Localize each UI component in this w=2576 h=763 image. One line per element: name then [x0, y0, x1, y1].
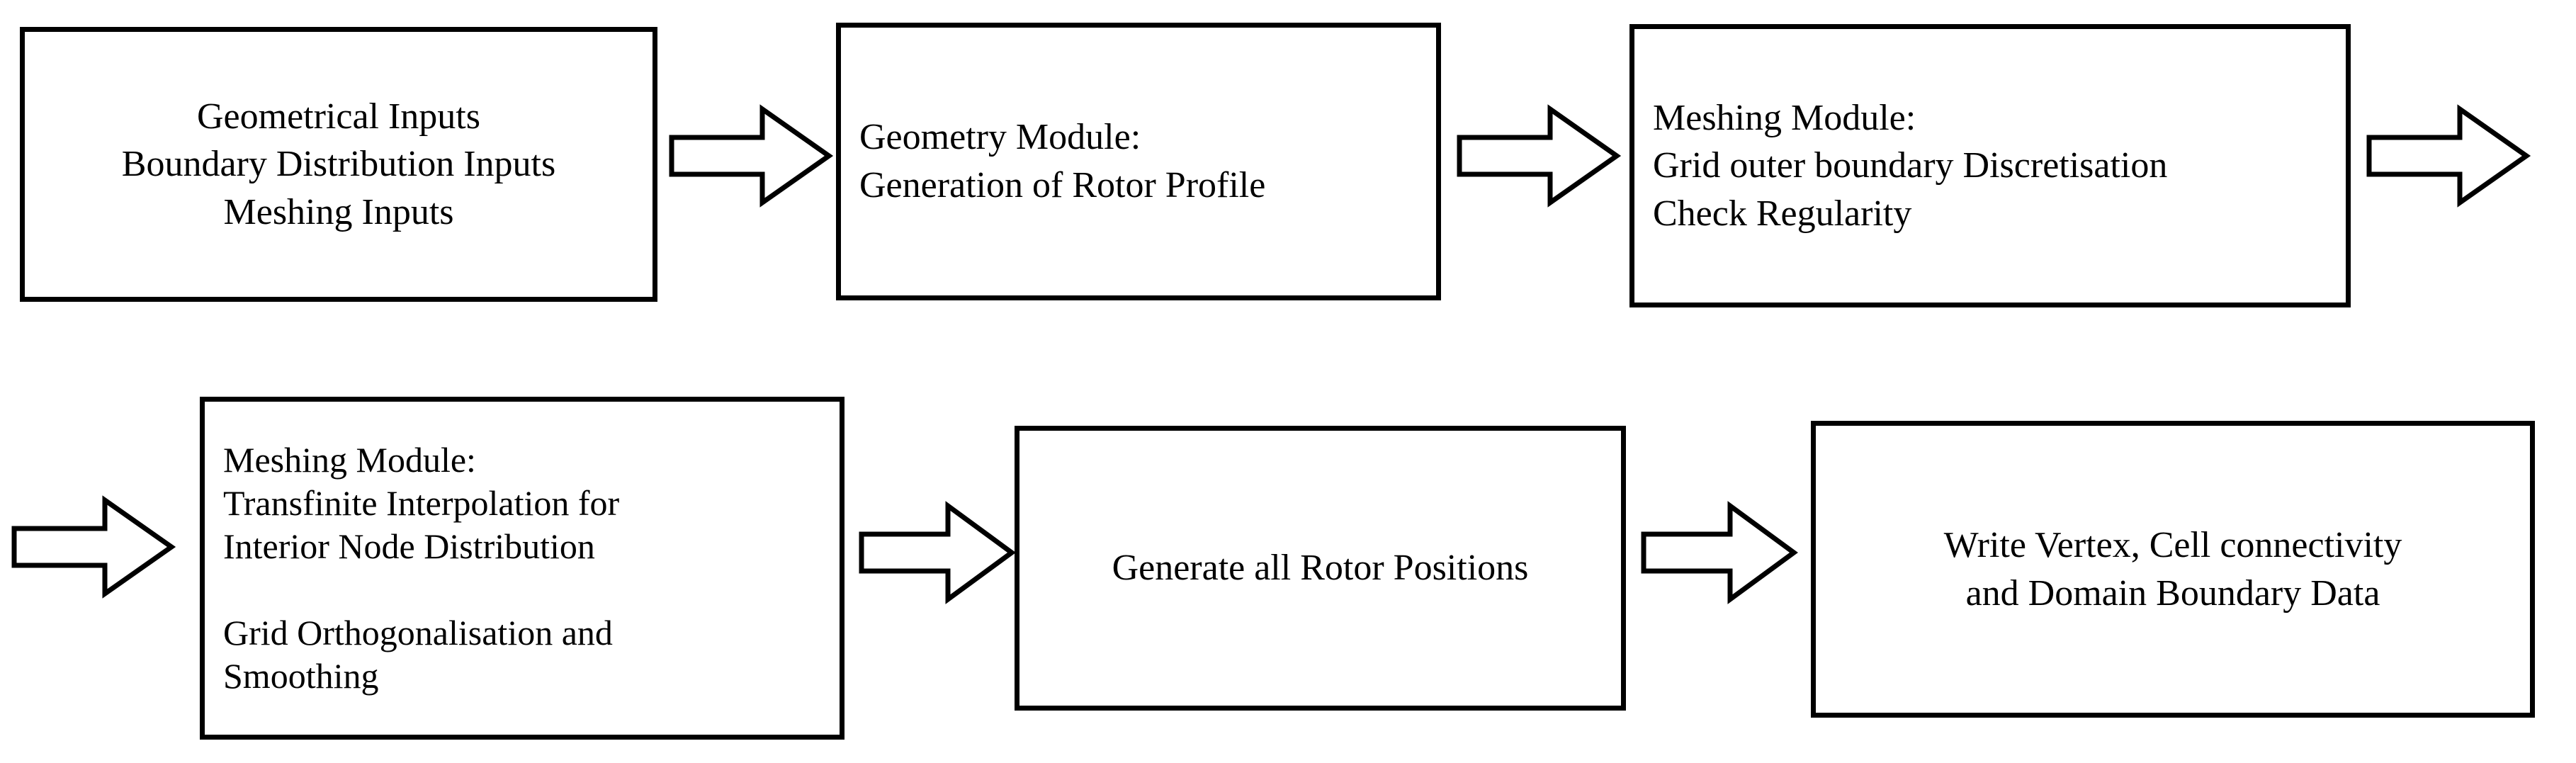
arrow-meshing-boundary-to-next-row [2366, 104, 2531, 208]
arrow-inputs-to-geometry [669, 104, 834, 208]
block-arrow-right-icon [11, 495, 176, 599]
geometry-module-box-label: Geometry Module: Generation of Rotor Pro… [859, 117, 1266, 205]
generate-rotor-positions-box: Generate all Rotor Positions [1015, 426, 1626, 711]
arrow-meshing-interpolation-to-generate-positions [859, 501, 1016, 604]
write-output-box-label: Write Vertex, Cell connectivity and Doma… [1943, 524, 2402, 614]
meshing-module-interpolation-box: Meshing Module: Transfinite Interpolatio… [200, 397, 844, 740]
generate-rotor-positions-box-label: Generate all Rotor Positions [1112, 548, 1529, 589]
arrow-geometry-to-meshing-boundary [1457, 104, 1622, 208]
block-arrow-right-icon [2366, 104, 2531, 208]
arrow-row-break-to-meshing-interpolation [11, 495, 176, 599]
inputs-box: Geometrical Inputs Boundary Distribution… [20, 27, 657, 302]
meshing-module-interpolation-box-label: Meshing Module: Transfinite Interpolatio… [223, 440, 620, 696]
arrow-generate-positions-to-write-output [1641, 501, 1798, 604]
block-arrow-right-icon [669, 104, 834, 208]
block-arrow-right-icon [859, 501, 1016, 604]
geometry-module-box: Geometry Module: Generation of Rotor Pro… [836, 23, 1441, 300]
meshing-module-boundary-box-label: Meshing Module: Grid outer boundary Disc… [1653, 97, 2168, 234]
inputs-box-label: Geometrical Inputs Boundary Distribution… [121, 96, 556, 232]
block-arrow-right-icon [1457, 104, 1622, 208]
meshing-module-boundary-box: Meshing Module: Grid outer boundary Disc… [1629, 24, 2351, 307]
write-output-box: Write Vertex, Cell connectivity and Doma… [1811, 421, 2535, 718]
block-arrow-right-icon [1641, 501, 1798, 604]
